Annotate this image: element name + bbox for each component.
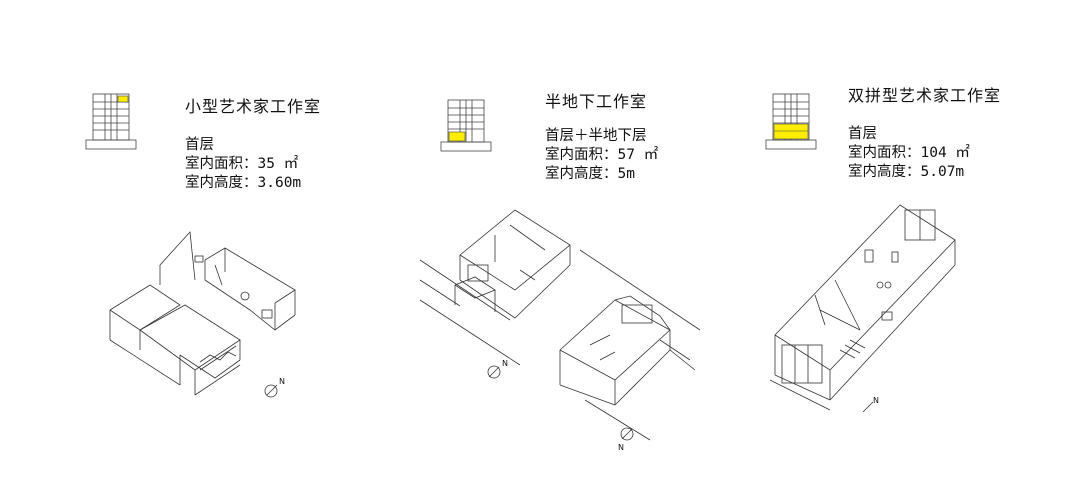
highlighted-unit (773, 123, 809, 140)
studio-panel-small: 小型艺术家工作室 首层 室内面积：35 ㎡ 室内高度：3.60m (0, 0, 360, 500)
compass-icon (620, 427, 634, 441)
floor-label: 首层＋半地下层 (545, 128, 647, 144)
north-arrow-icon (862, 401, 874, 413)
floor-label: 首层 (848, 126, 877, 142)
axonometric-drawing (109, 231, 296, 396)
area-label: 室内面积：35 ㎡ (185, 156, 299, 172)
north-label: N (873, 396, 879, 405)
north-arrow: N (858, 393, 884, 417)
compass-icon (487, 365, 501, 379)
axonometric-drawing (769, 204, 956, 411)
building-elevation-thumbnail (440, 99, 492, 152)
area-label: 室内面积：104 ㎡ (848, 145, 970, 161)
studio-info: 首层 室内面积：35 ㎡ 室内高度：3.60m (185, 136, 301, 193)
area-label: 室内面积：57 ㎡ (545, 147, 659, 163)
building-elevation-thumbnail (765, 93, 817, 150)
height-label: 室内高度：3.60m (185, 175, 302, 191)
studio-title: 双拼型艺术家工作室 (848, 86, 1002, 105)
north-label: N (502, 359, 508, 368)
highlighted-unit (448, 131, 466, 142)
studio-info: 首层 室内面积：104 ㎡ 室内高度：5.07m (848, 125, 970, 182)
studio-title: 半地下工作室 (545, 92, 648, 111)
studio-panel-double: 双拼型艺术家工作室 首层 室内面积：104 ㎡ 室内高度：5.07m (720, 0, 1080, 500)
studio-info: 首层＋半地下层 室内面积：57 ㎡ 室内高度：5m (545, 127, 658, 184)
floor-label: 首层 (185, 137, 214, 153)
highlighted-unit (117, 95, 129, 103)
axonometric-drawing (419, 209, 701, 441)
north-arrow: N (262, 377, 288, 402)
compass-icon (264, 384, 278, 398)
north-arrow: N (485, 359, 511, 383)
building-elevation-thumbnail (85, 93, 137, 150)
north-label: N (618, 443, 624, 452)
north-arrow: N (618, 425, 644, 455)
height-label: 室内高度：5.07m (848, 164, 965, 180)
studio-title: 小型艺术家工作室 (185, 97, 322, 116)
north-label: N (279, 377, 285, 386)
height-label: 室内高度：5m (545, 166, 635, 182)
studio-panel-semi-basement: 半地下工作室 首层＋半地下层 室内面积：57 ㎡ 室内高度：5m (360, 0, 720, 500)
